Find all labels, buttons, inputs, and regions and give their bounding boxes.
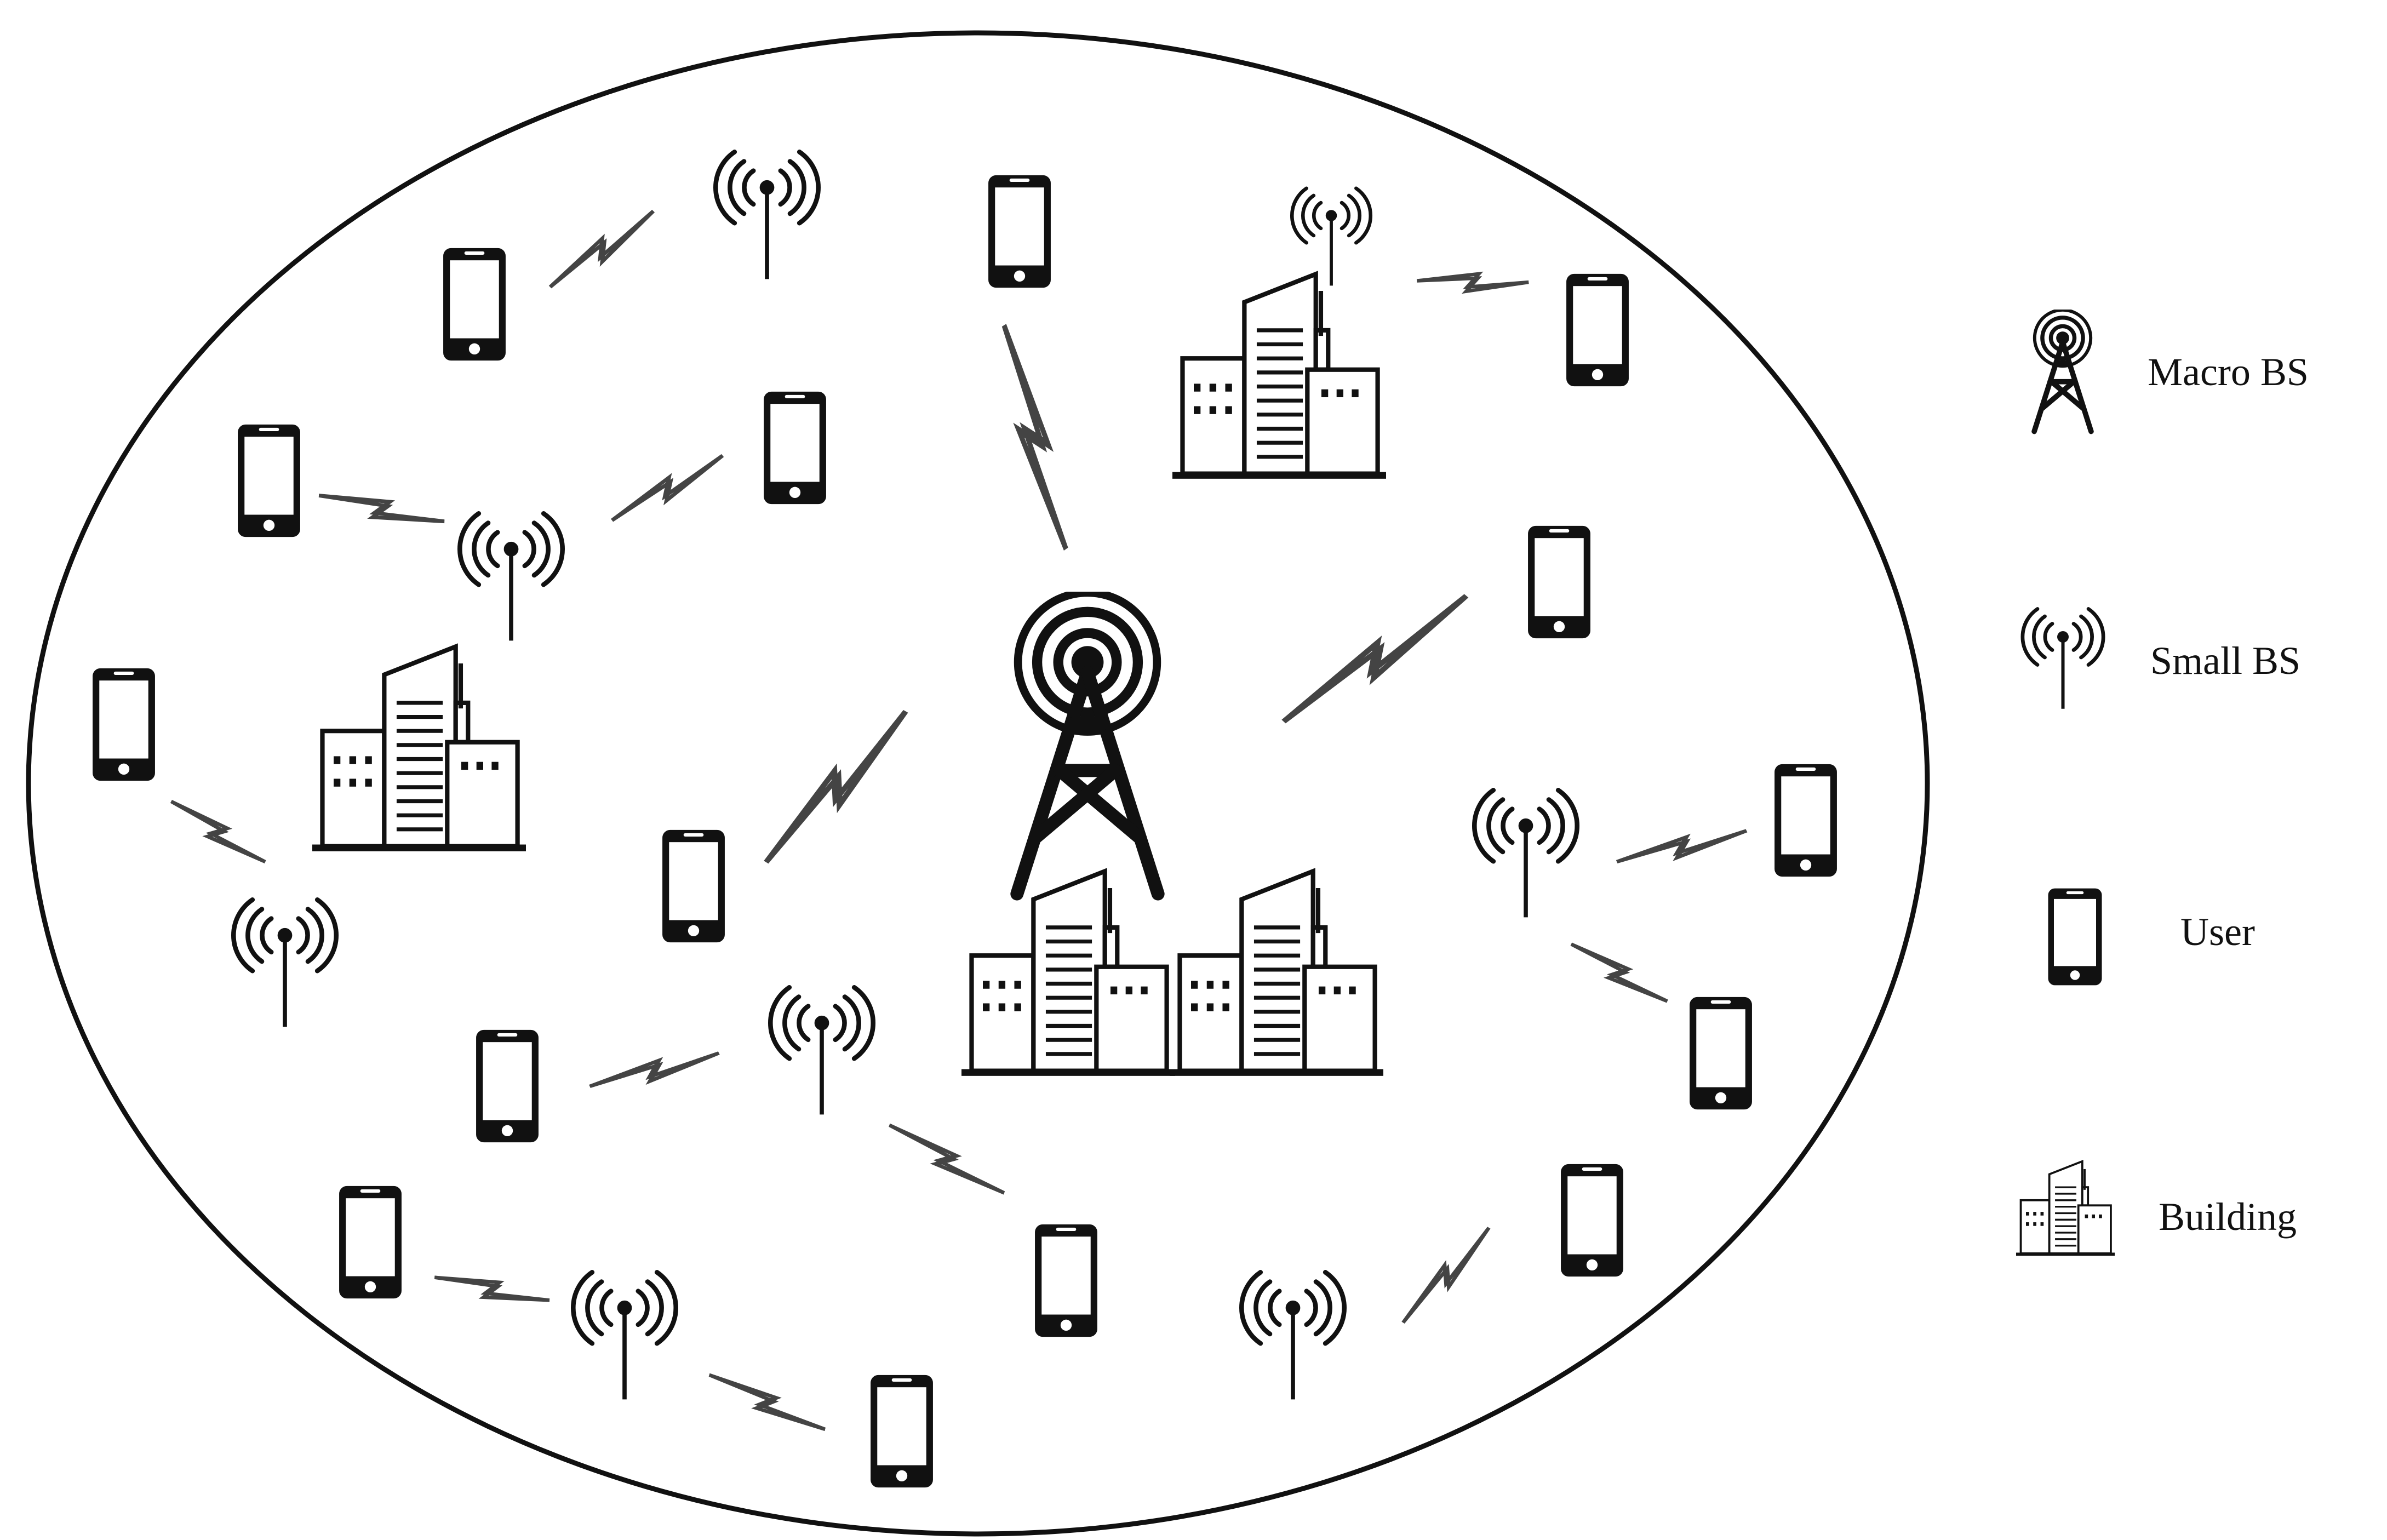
link-bolt [319,474,444,543]
user-phone-icon [1561,1164,1623,1277]
link-bolt [1571,928,1667,1018]
link-bolt [588,1053,721,1086]
small-bs-icon [715,152,818,279]
link-bolt [1004,321,1066,553]
link-bolt [1269,596,1481,722]
link-bolt [604,456,730,520]
legend-user-phone-icon [2048,888,2102,986]
link-bolt [540,211,663,287]
buildings [312,274,1386,1076]
user-phone-icon [1528,525,1590,639]
legend-label-macro-bs: Macro BS [2148,350,2309,394]
link-bolt [746,712,926,862]
legend-label-small-bs: Small BS [2150,639,2301,683]
building-icon [961,871,1175,1076]
small-bs-icon [460,513,562,640]
user-phone-icon [662,829,725,943]
link-bolt [171,786,265,878]
legend-label-user: User [2180,910,2255,954]
user-phone-icon [1566,273,1629,387]
coverage-area [26,30,1930,1537]
user-phone-icon [764,391,826,505]
user-phone-icon [93,668,155,781]
building-icon [312,646,526,851]
user-phone-icon [476,1029,539,1143]
link-bolt [1417,259,1529,304]
user-phone-icon [238,424,300,537]
user-phone-icon [871,1375,933,1488]
user-phone-icon [1035,1224,1097,1337]
user-phone-icon [443,248,506,361]
link-bolt [709,1357,825,1447]
legend-small-bs-icon [2023,609,2103,709]
small-bs-icon [573,1272,676,1399]
building-icon [1170,871,1383,1076]
user-phone-icon [339,1186,402,1299]
small-bs-icon [770,987,873,1114]
small-bs-icon [1474,790,1577,917]
legend-building-icon [2016,1160,2115,1257]
legend-label-building: Building [2159,1195,2297,1239]
small-bs-icon [1241,1272,1344,1399]
legend-macro-bs-icon [2034,310,2091,432]
link-bolt [1615,831,1748,862]
user-phone-icon [1774,764,1837,877]
small-bs-icon [233,900,336,1027]
user-phone-icon [988,175,1051,288]
link-bolt [889,1108,1004,1210]
legend-icons [2016,310,2115,1257]
macro-bs-icon [1017,593,1158,894]
link-bolt [1389,1228,1502,1323]
link-bolt [434,1257,549,1321]
building-icon [1172,274,1386,479]
small-bs-icon [1292,188,1370,286]
user-phone-icon [1690,997,1752,1110]
